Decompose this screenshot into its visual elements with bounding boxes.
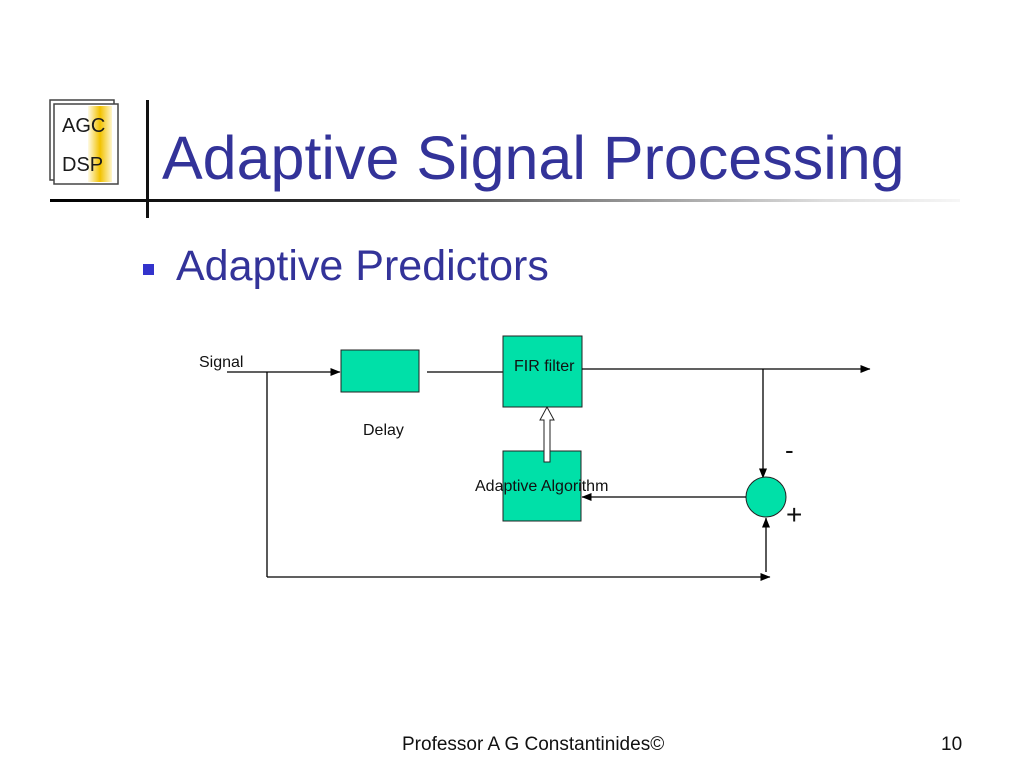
bullet-text: Adaptive Predictors — [176, 242, 549, 290]
footer-author: Professor A G Constantinides© — [402, 734, 665, 755]
adaptive-algorithm-label: Adaptive Algorithm — [475, 478, 608, 495]
logo-gold-band — [88, 106, 112, 182]
adaptive-predictor-diagram: Signal Delay FIR filter - + Adaptive Alg… — [199, 335, 871, 581]
fir-filter-block — [502, 335, 583, 408]
logo-text-top: AGC — [62, 115, 105, 137]
page-number: 10 — [941, 734, 963, 755]
delay-block — [340, 349, 420, 393]
adaptive-algorithm-block — [502, 450, 582, 522]
signal-label: Signal — [199, 354, 243, 371]
summing-junction — [745, 476, 787, 518]
title-horizontal-rule — [50, 199, 960, 202]
weight-update-arrow — [539, 405, 555, 463]
logo-text-bottom: DSP — [62, 154, 103, 176]
delay-label: Delay — [363, 422, 404, 439]
plus-sign: + — [786, 499, 802, 530]
square-bullet-icon — [143, 264, 154, 275]
fir-filter-label: FIR filter — [514, 358, 575, 375]
agc-dsp-logo: AGC DSP — [49, 99, 119, 185]
title-vertical-rule — [146, 100, 149, 218]
slide-title: Adaptive Signal Processing — [162, 124, 905, 192]
minus-sign: - — [785, 435, 794, 465]
